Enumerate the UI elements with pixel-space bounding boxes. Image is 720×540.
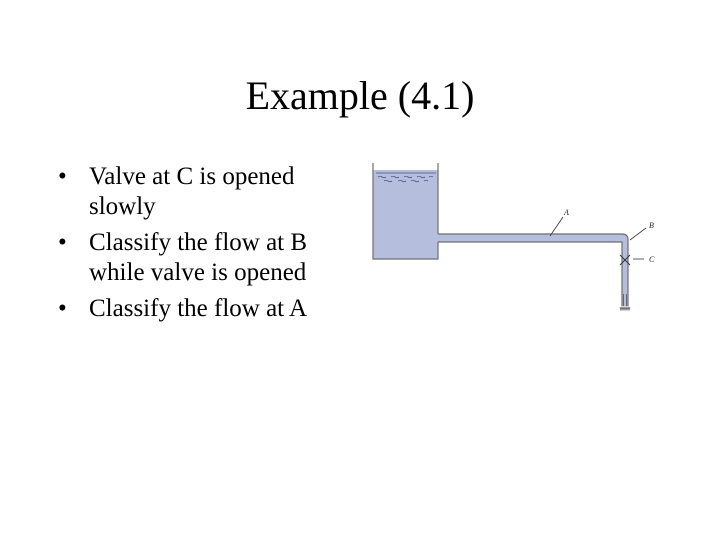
label-b: B	[649, 221, 654, 230]
label-c: C	[649, 255, 655, 264]
leader-line-b	[629, 227, 647, 241]
bullet-marker: •	[58, 229, 67, 256]
water-surface	[376, 172, 436, 183]
bullet-list: • Valve at C is opened slowly • Classify…	[58, 162, 358, 330]
bullet-item: • Classify the flow at A	[58, 294, 358, 324]
page-title: Example (4.1)	[245, 73, 475, 118]
tank-pipe-diagram: A B C	[372, 163, 655, 312]
bullet-text: Valve at C is opened slowly	[89, 163, 295, 220]
valve-icon	[619, 254, 631, 266]
bullet-text: Classify the flow at B while valve is op…	[89, 229, 308, 286]
bullet-item: • Classify the flow at B while valve is …	[58, 228, 358, 288]
bullet-text: Classify the flow at A	[89, 295, 308, 322]
leader-line-a	[549, 216, 564, 237]
bullet-item: • Valve at C is opened slowly	[58, 162, 358, 222]
pipe-wall	[438, 241, 623, 306]
tank-wall	[372, 163, 439, 260]
outflow-jet	[619, 294, 631, 312]
bullet-marker: •	[58, 163, 67, 190]
bullet-marker: •	[58, 295, 67, 322]
water-fill	[373, 170, 628, 306]
pipe-wall	[438, 233, 629, 306]
label-a: A	[563, 208, 569, 217]
